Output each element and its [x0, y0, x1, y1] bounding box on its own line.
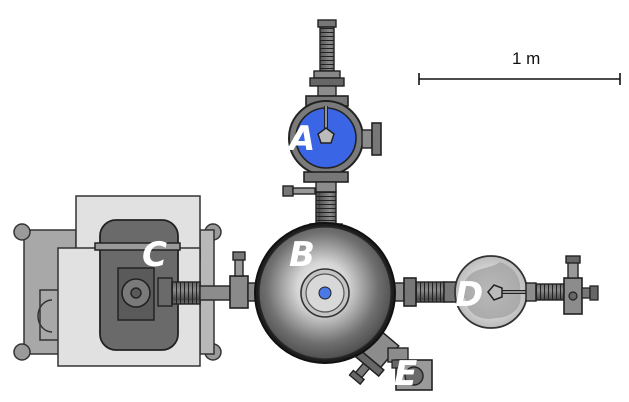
main-chamber-port	[318, 286, 332, 300]
label-c: C	[142, 235, 167, 275]
load-lock-cabinet	[13, 195, 222, 367]
label-b: B	[289, 235, 315, 275]
top-manipulator-chamber	[282, 19, 382, 197]
right-manipulator-chamber	[454, 255, 599, 329]
label-d: D	[455, 275, 484, 315]
label-e: E	[394, 354, 418, 394]
label-a: A	[289, 119, 316, 159]
main-chamber	[254, 222, 396, 364]
bellows-c-to-b	[171, 251, 259, 309]
scale-bar	[418, 73, 621, 85]
bellows-b-to-d	[393, 277, 457, 307]
scale-bar-label: 1 m	[512, 49, 541, 68]
